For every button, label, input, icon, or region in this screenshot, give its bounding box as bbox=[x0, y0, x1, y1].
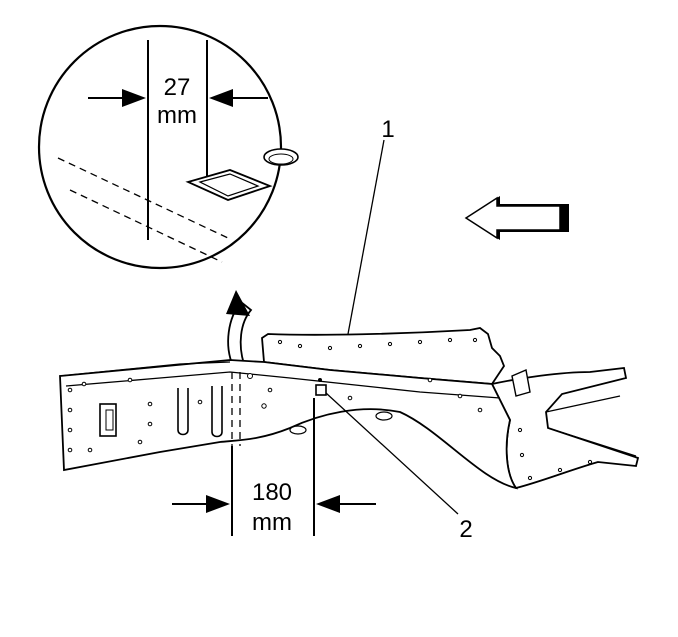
detail-oval-hole bbox=[263, 148, 299, 166]
rail-bracket bbox=[511, 369, 531, 397]
callout-2-leader bbox=[325, 392, 459, 515]
callout-1-leader bbox=[347, 139, 385, 335]
callout-1-label: 1 bbox=[381, 116, 394, 143]
detail-dashed-edge-lower bbox=[69, 189, 223, 263]
detail-pointer-arrow bbox=[226, 290, 253, 368]
rail-rivet-holes bbox=[67, 337, 593, 481]
drill-location-hole bbox=[315, 384, 327, 396]
frame-rail bbox=[59, 327, 640, 490]
detail-dimension-arrows bbox=[88, 89, 268, 107]
detail-circle bbox=[37, 24, 283, 270]
detail-dimension-unit: mm bbox=[157, 102, 197, 129]
detail-dashed-edge-upper bbox=[57, 157, 229, 239]
callout-2-label: 2 bbox=[459, 516, 472, 543]
front-direction-arrow bbox=[464, 196, 569, 240]
main-dimension-value: 180 bbox=[252, 479, 292, 506]
main-dimension: 180 mm bbox=[172, 398, 376, 536]
rail-slot-right bbox=[211, 386, 223, 438]
main-dimension-unit: mm bbox=[252, 509, 292, 536]
rail-slot-left bbox=[177, 388, 189, 436]
rail-outer-side bbox=[59, 359, 519, 490]
callout-2: 2 bbox=[325, 392, 473, 543]
callout-1: 1 bbox=[347, 116, 395, 335]
detail-square-hole bbox=[185, 169, 273, 201]
detail-dimension-value: 27 bbox=[164, 74, 191, 101]
rail-top-flange bbox=[261, 327, 506, 385]
detail-magnifier: 27 mm bbox=[37, 24, 299, 270]
